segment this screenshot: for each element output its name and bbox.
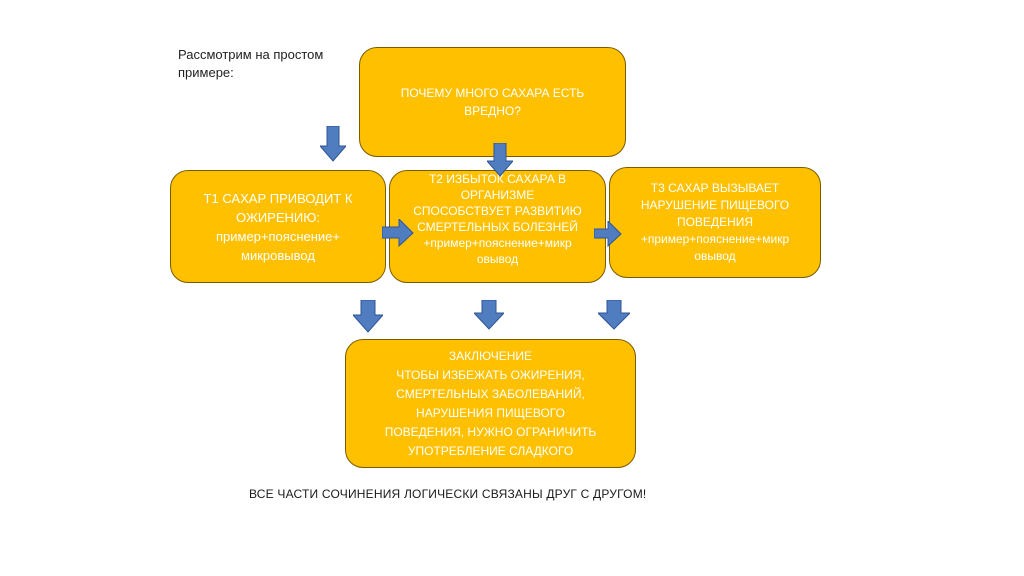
thesis-2-line-6: овывод (476, 252, 519, 266)
thesis-1-line-2: ОЖИРЕНИЮ: (236, 209, 320, 225)
conclusion-line-6: УПОТРЕБЛЕНИЕ СЛАДКОГО (407, 443, 574, 458)
conclusion-line-3: СМЕРТЕЛЬНЫХ ЗАБОЛЕВАНИЙ, (396, 386, 585, 401)
thesis-2-line-2: ОРГАНИЗМЕ (460, 188, 535, 202)
arrow-right-icon (594, 221, 622, 247)
footer-text: ВСЕ ЧАСТИ СОЧИНЕНИЯ ЛОГИЧЕСКИ СВЯЗАНЫ ДР… (249, 487, 647, 501)
thesis-3-line-3: ПОВЕДЕНИЯ (676, 215, 754, 229)
thesis-3-line-1: Т3 САХАР ВЫЗЫВАЕТ (650, 181, 780, 195)
intro-line-2: примере: (178, 65, 234, 80)
conclusion-line-4: НАРУШЕНИЯ ПИЩЕВОГО (416, 405, 565, 420)
arrow-down-icon (353, 300, 383, 333)
conclusion-line-2: ЧТОБЫ ИЗБЕЖАТЬ ОЖИРЕНИЯ, (396, 367, 585, 382)
arrow-down-icon (474, 300, 504, 330)
thesis-3-box: Т3 САХАР ВЫЗЫВАЕТ НАРУШЕНИЕ ПИЩЕВОГО ПОВ… (609, 167, 821, 278)
thesis-2-line-1: Т2 ИЗБЫТОК САХАРА В (428, 172, 567, 186)
thesis-3-line-4: +пример+пояснение+микр (640, 232, 790, 246)
thesis-1-line-3: пример+пояснение+ (215, 228, 340, 244)
arrow-down-icon (487, 143, 513, 177)
conclusion-box: ЗАКЛЮЧЕНИЕ ЧТОБЫ ИЗБЕЖАТЬ ОЖИРЕНИЯ, СМЕР… (345, 339, 636, 468)
question-line-2: ВРЕДНО? (464, 104, 521, 118)
conclusion-line-5: ПОВЕДЕНИЯ, НУЖНО ОГРАНИЧИТЬ (384, 424, 597, 439)
thesis-2-line-3: СПОСОБСТВУЕТ РАЗВИТИЮ (413, 204, 582, 218)
thesis-1-line-1: Т1 САХАР ПРИВОДИТ К (203, 190, 353, 206)
intro-line-1: Рассмотрим на простом (178, 47, 324, 62)
thesis-3-line-5: овывод (694, 249, 736, 263)
thesis-2-line-4: СМЕРТЕЛЬНЫХ БОЛЕЗНЕЙ (417, 220, 578, 234)
thesis-1-line-4: микровывод (241, 247, 315, 263)
thesis-2-box: Т2 ИЗБЫТОК САХАРА В ОРГАНИЗМЕ СПОСОБСТВУ… (389, 170, 606, 283)
intro-text: Рассмотрим на простом примере: (178, 46, 378, 82)
arrow-right-icon (382, 219, 414, 247)
thesis-1-box: Т1 САХАР ПРИВОДИТ К ОЖИРЕНИЮ: пример+поя… (170, 170, 386, 283)
question-line-1: ПОЧЕМУ МНОГО САХАРА ЕСТЬ (400, 86, 585, 100)
arrow-down-icon (598, 300, 630, 330)
thesis-2-line-5: +пример+пояснение+микр (423, 236, 572, 250)
arrow-down-icon (320, 126, 346, 162)
thesis-3-line-2: НАРУШЕНИЕ ПИЩЕВОГО (640, 198, 790, 212)
conclusion-line-1: ЗАКЛЮЧЕНИЕ (448, 348, 533, 363)
question-box: ПОЧЕМУ МНОГО САХАРА ЕСТЬ ВРЕДНО? (359, 47, 626, 157)
